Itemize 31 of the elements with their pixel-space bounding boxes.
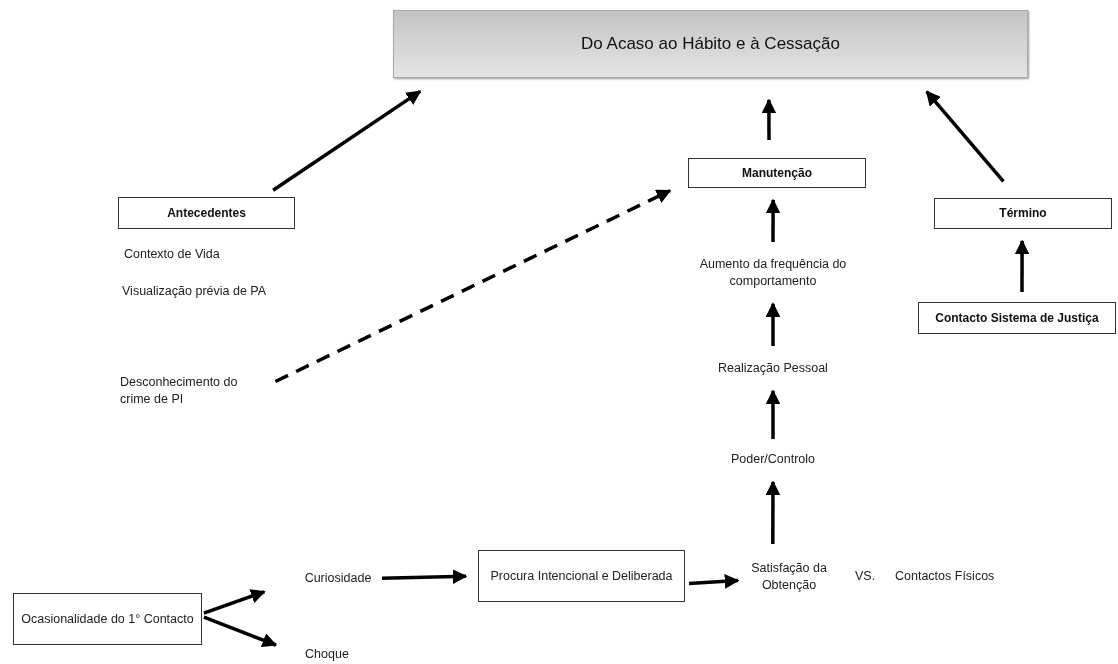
stage-box: Contacto Sistema de Justiça (918, 302, 1116, 334)
arrow (765, 480, 781, 544)
arrow (381, 569, 468, 584)
process-box: Procura Intencional e Deliberada (478, 550, 685, 602)
factor-text: Desconhecimento do crime de PI (120, 374, 270, 408)
versus-text: VS. (855, 569, 876, 583)
arrow (765, 389, 781, 439)
arrow (1014, 239, 1030, 292)
arrow (203, 615, 278, 648)
stage-box: Término (934, 198, 1112, 229)
arrow (272, 89, 422, 192)
factor-text: Poder/Controlo (718, 451, 828, 468)
factor-text: Aumento da frequência do comportamento (683, 256, 863, 290)
factor-text: Satisfação da Obtenção (744, 560, 834, 594)
factor-text: Contexto de Vida (124, 246, 254, 263)
factor-text: Visualização prévia de PA (122, 283, 272, 300)
arrow (765, 198, 781, 242)
note-text: Contactos Físicos (895, 569, 995, 583)
arrow (765, 302, 781, 346)
arrow (688, 574, 740, 589)
stage-box: Antecedentes (118, 197, 295, 229)
arrow (925, 90, 1005, 183)
title-box: Do Acaso ao Hábito e à Cessação (393, 10, 1028, 78)
dashed-arrow (274, 189, 672, 384)
arrow (203, 589, 266, 615)
process-box: Ocasionalidade do 1° Contacto (13, 593, 202, 645)
stage-box: Manutenção (688, 158, 866, 188)
factor-text: Realização Pessoal (708, 360, 838, 377)
arrow (761, 98, 777, 140)
factor-text: Choque (300, 646, 354, 663)
factor-text: Curiosidade (302, 570, 374, 587)
